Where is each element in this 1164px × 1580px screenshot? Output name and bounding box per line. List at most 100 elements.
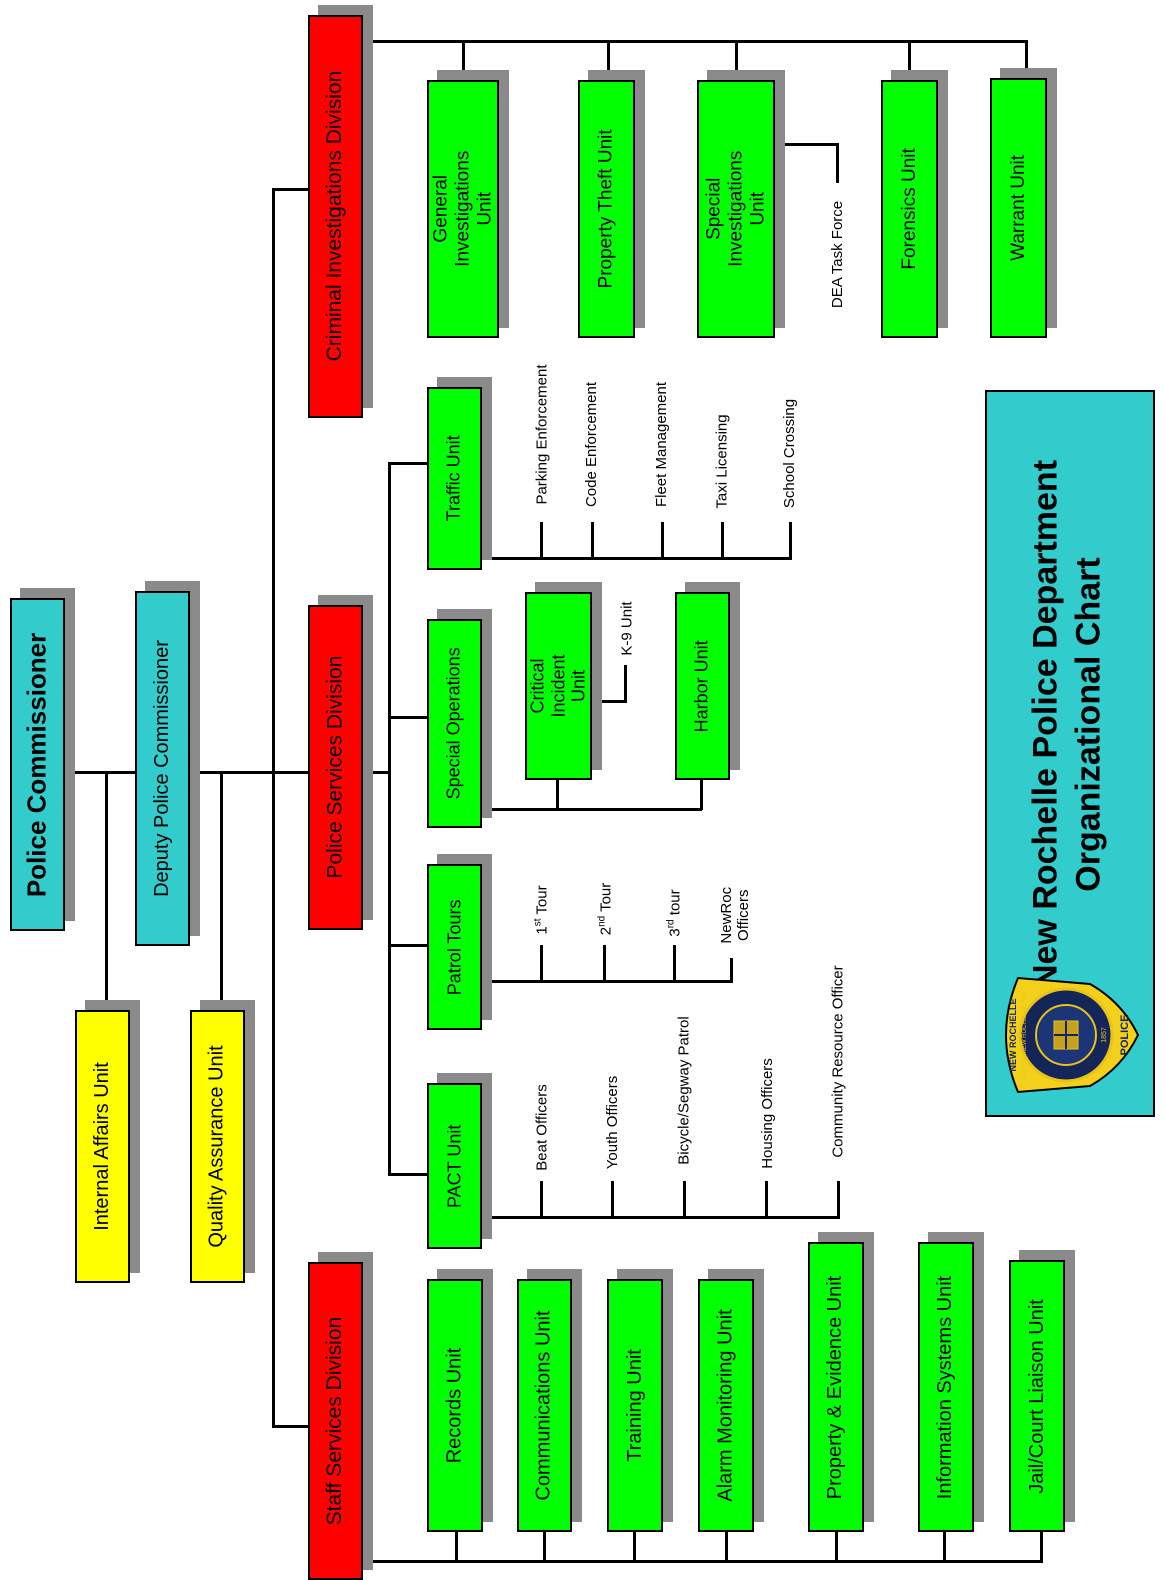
connector-line <box>388 462 428 465</box>
connector-line <box>592 700 626 703</box>
newroc-line2: Officers <box>735 889 752 941</box>
connector-line <box>480 557 792 560</box>
police-commissioner-box[interactable]: Police Commissioner <box>10 598 65 931</box>
connector-line <box>633 1532 636 1562</box>
warrant-unit-box[interactable]: Warrant Unit <box>990 78 1047 338</box>
title-panel: New Rochelle Police Department Organizat… <box>985 390 1155 1117</box>
staff-unit-box[interactable]: Jail/Court Liaison Unit <box>1009 1260 1065 1532</box>
traffic-unit-box[interactable]: Traffic Unit <box>427 387 482 570</box>
staff-unit-label: Records Unit <box>443 1347 466 1464</box>
newroc-officers-label: NewRoc Officers <box>718 887 753 944</box>
connector-line <box>480 980 733 983</box>
staff-services-division-box[interactable]: Staff Services Division <box>308 1262 363 1580</box>
pact-sub-label-wrap: Youth Officers <box>601 1063 625 1181</box>
connector-line <box>272 188 309 191</box>
staff-unit-box[interactable]: Property & Evidence Unit <box>808 1242 864 1532</box>
staff-unit-box[interactable]: Records Unit <box>427 1279 483 1532</box>
special-operations-box[interactable]: Special Operations <box>427 619 482 828</box>
connector-line <box>363 40 1028 43</box>
staff-unit-label: Training Unit <box>623 1349 646 1462</box>
connector-line <box>363 1560 1043 1563</box>
connector-line <box>455 1532 458 1562</box>
traffic-sub-label-wrap: Parking Enforcement <box>530 346 554 522</box>
badge-bottom-text: POLICE <box>1119 1015 1131 1056</box>
pact-sub-label-wrap: Community Resource Officer <box>826 941 850 1181</box>
patrol-tours-box[interactable]: Patrol Tours <box>427 864 482 1030</box>
warrant-unit-label: Warrant Unit <box>1007 155 1029 261</box>
quality-assurance-box[interactable]: Quality Assurance Unit <box>190 1010 245 1283</box>
patrol-tour-num: 1 <box>534 926 552 935</box>
connector-line <box>836 143 839 183</box>
patrol-tour-word: Tour <box>597 882 615 916</box>
connector-line <box>480 1216 840 1219</box>
quality-assurance-label: Quality Assurance Unit <box>206 1045 229 1248</box>
connector-line <box>683 1181 686 1218</box>
internal-affairs-box[interactable]: Internal Affairs Unit <box>75 1010 130 1283</box>
connector-line <box>1025 40 1028 80</box>
connector-line <box>462 40 465 80</box>
badge-year: 1857 <box>1101 1027 1108 1043</box>
badge-ring-text: CITY OF NEW ROCHELLE, N.Y. <box>1022 991 1028 1079</box>
connector-line <box>388 462 391 1175</box>
criminal-investigations-division-box[interactable]: Criminal Investigations Division <box>308 15 363 418</box>
connector-line <box>789 522 792 559</box>
pact-unit-box[interactable]: PACT Unit <box>427 1083 482 1249</box>
deputy-commissioner-box[interactable]: Deputy Police Commissioner <box>135 591 190 946</box>
dea-task-force-label: DEA Task Force <box>829 200 847 308</box>
staff-unit-box[interactable]: Training Unit <box>607 1279 663 1532</box>
connector-line <box>775 143 838 146</box>
property-theft-unit-box[interactable]: Property Theft Unit <box>578 80 635 338</box>
harbor-unit-label: Harbor Unit <box>692 639 713 733</box>
patrol-tour-label-wrap: 2nd Tour <box>592 873 618 945</box>
traffic-sub-label: Taxi Licensing <box>713 413 731 509</box>
pact-sub-label: Community Resource Officer <box>829 964 847 1158</box>
connector-line <box>673 945 676 982</box>
connector-line <box>908 40 911 80</box>
traffic-unit-label: Traffic Unit <box>444 435 465 522</box>
forensics-unit-box[interactable]: Forensics Unit <box>881 80 938 338</box>
police-commissioner-label: Police Commissioner <box>21 632 52 897</box>
connector-line <box>624 665 627 703</box>
connector-line <box>540 522 543 559</box>
traffic-sub-label-wrap: Fleet Management <box>650 366 674 522</box>
staff-unit-box[interactable]: Communications Unit <box>517 1279 572 1532</box>
critical-incident-unit-box[interactable]: Critical Incident Unit <box>525 592 592 780</box>
staff-unit-box[interactable]: Alarm Monitoring Unit <box>698 1279 754 1532</box>
connector-line <box>943 1532 946 1562</box>
internal-affairs-label: Internal Affairs Unit <box>91 1062 114 1231</box>
connector-line <box>540 1181 543 1218</box>
connector-line <box>543 1532 546 1562</box>
connector-line <box>363 771 391 774</box>
staff-services-division-label: Staff Services Division <box>323 1316 347 1526</box>
connector-line <box>272 1425 309 1428</box>
connector-line <box>765 1181 768 1218</box>
pact-sub-label-wrap: Bicycle/Segway Patrol <box>672 999 696 1181</box>
special-investigations-unit-box[interactable]: Special Investigations Unit <box>697 80 775 338</box>
harbor-unit-box[interactable]: Harbor Unit <box>675 592 730 780</box>
patrol-tour-label: 1st Tour <box>533 885 551 934</box>
connector-line <box>661 522 664 559</box>
k9-unit-label-wrap: K-9 Unit <box>614 592 640 665</box>
connector-line <box>611 1181 614 1218</box>
connector-line <box>556 778 559 810</box>
patrol-tour-word: Tour <box>534 885 552 919</box>
staff-unit-box[interactable]: Information Systems Unit <box>918 1242 974 1532</box>
patrol-tour-word: tour <box>667 888 685 919</box>
pact-sub-label: Housing Officers <box>758 1057 776 1169</box>
connector-line <box>700 778 703 810</box>
staff-unit-label: Information Systems Unit <box>934 1275 957 1499</box>
patrol-tour-label: 2nd Tour <box>596 883 614 936</box>
connector-line <box>607 40 610 80</box>
police-services-division-box[interactable]: Police Services Division <box>308 605 363 930</box>
staff-unit-label: Property & Evidence Unit <box>824 1275 847 1499</box>
general-investigations-unit-box[interactable]: General Investigations Unit <box>427 80 499 338</box>
staff-unit-label: Communications Unit <box>533 1310 556 1501</box>
connector-line <box>388 716 428 719</box>
connector-line <box>1040 1532 1043 1562</box>
pact-sub-label: Beat Officers <box>533 1083 551 1171</box>
traffic-sub-label: Code Enforcement <box>583 381 601 507</box>
pact-unit-label: PACT Unit <box>444 1124 465 1208</box>
patrol-tour-sup: st <box>533 918 545 927</box>
connector-line <box>272 188 275 1428</box>
criminal-investigations-division-label: Criminal Investigations Division <box>323 71 347 362</box>
